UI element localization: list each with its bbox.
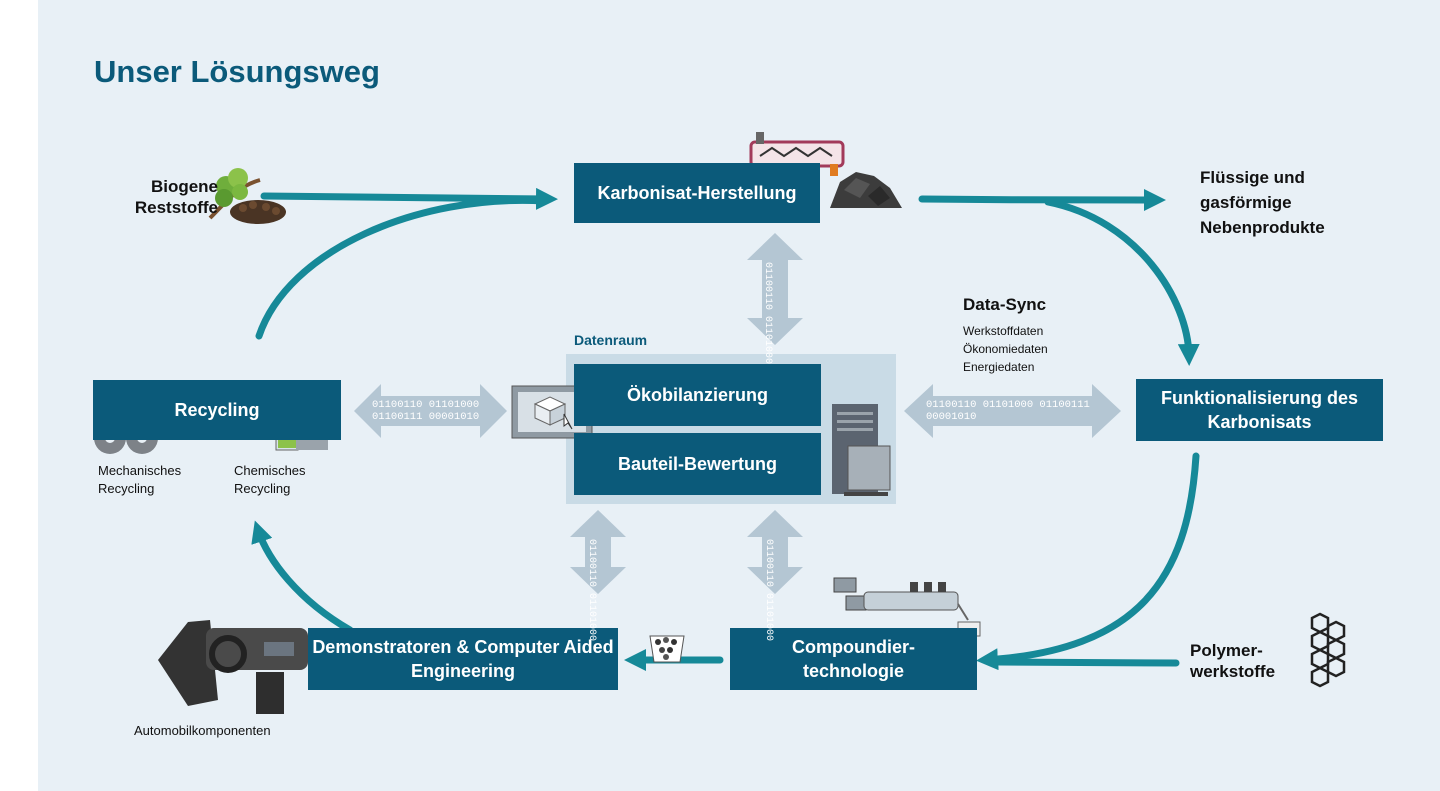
car-interior-icon [158,620,308,714]
polymer-label: Polymer-werkstoffe [1190,641,1276,681]
arrow-demonstratoren-to-recycling [251,520,354,634]
datasync-list: Werkstoffdaten Ökonomiedaten Energiedate… [963,322,1048,376]
bauteil-box: Bauteil-Bewertung [574,433,821,495]
compoundier-box: Compoundier-technologie [730,628,977,690]
arrow-recycling-to-karbonisat [255,196,548,340]
oekobilanz-box: Ökobilanzierung [574,364,821,426]
funktionalisierung-box: Funktionalisierung des Karbonisats [1136,379,1383,441]
datasync-item-werkstoff: Werkstoffdaten [963,324,1044,338]
automobil-label: Automobilkomponenten [134,723,271,738]
recycling-box: Recycling [93,380,341,440]
datasync-item-oekonomie: Ökonomiedaten [963,342,1048,356]
datasync-item-energie: Energiedaten [963,360,1035,374]
binary-right: 01100110 01101000 01100111 00001010 [926,399,1090,423]
binary-left: 01100110 01101000 01100111 00001010 [372,399,479,423]
data-arrow-bottom-right [747,510,803,594]
data-arrow-top [747,233,803,345]
diagram-graphics [94,132,1346,714]
binary-right-line1: 01100110 01101000 01100111 [926,399,1090,411]
biogenic-residues-label: Biogene Reststoffe [134,177,218,217]
datasync-title: Data-Sync [963,295,1047,314]
hexagon-icon [1310,612,1346,688]
mechanical-recycling-label: Mechanisches Recycling [98,463,182,496]
server-icon [832,404,891,496]
binary-right-line2: 00001010 [926,411,977,423]
datenraum-label: Datenraum [574,332,648,348]
data-arrow-left [354,384,507,438]
coal-pile-icon [830,172,902,208]
arrow-karbonisat-to-byproducts [918,188,1166,211]
binary-left-line1: 01100110 01101000 [372,399,480,411]
arrow-funktionalisierung-to-compoundier [976,452,1200,671]
extruder-icon [833,577,981,637]
demonstratoren-box: Demonstratoren & Computer Aided Engineer… [308,628,618,690]
data-arrow-right [904,384,1121,438]
arrow-polymer-to-compoundier [994,658,1180,667]
karbonisat-box: Karbonisat-Herstellung [574,163,820,223]
biomass-icon [208,168,286,224]
binary-left-line2: 01100111 00001010 [372,411,480,423]
data-arrow-bottom-left [570,510,626,594]
binary-top: 01100110 01101000 [762,262,773,365]
byproducts-label: Flüssige und gasförmige Nebenprodukte [1200,168,1325,237]
arrow-to-funktionalisierung [1044,198,1200,366]
page-title: Unser Lösungsweg [94,54,380,89]
data-arrows [354,233,1121,594]
chemical-recycling-label: Chemisches Recycling [234,463,306,496]
binary-bottom-right: 01100110 01101000 [763,539,774,642]
binary-bottom-left: 01100110 01101000 [586,539,597,642]
diagram-canvas: Unser Lösungsweg Biogene Reststoffe Poly… [38,0,1440,791]
granules-icon [649,635,685,663]
